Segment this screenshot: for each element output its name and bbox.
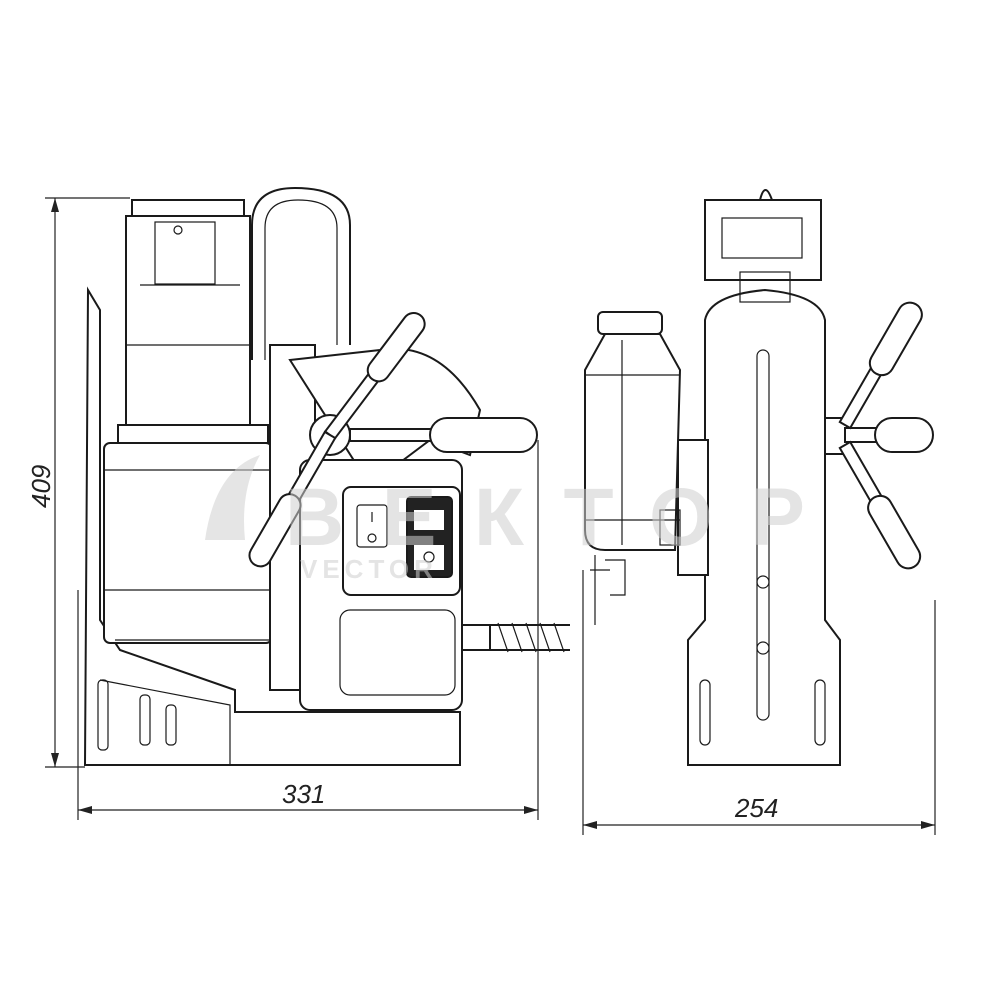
dimension-side-width: 331 bbox=[77, 440, 539, 820]
dimension-front-width: 254 bbox=[582, 570, 936, 835]
dimension-height: 409 bbox=[26, 197, 130, 768]
front-view bbox=[584, 189, 934, 766]
side-width-label: 331 bbox=[282, 779, 325, 809]
power-switch bbox=[356, 504, 388, 548]
height-label: 409 bbox=[26, 465, 56, 508]
front-width-label: 254 bbox=[734, 793, 778, 823]
side-view bbox=[83, 186, 570, 766]
watermark-logo-icon bbox=[205, 455, 260, 540]
svg-text:VECTOR: VECTOR bbox=[300, 554, 438, 584]
